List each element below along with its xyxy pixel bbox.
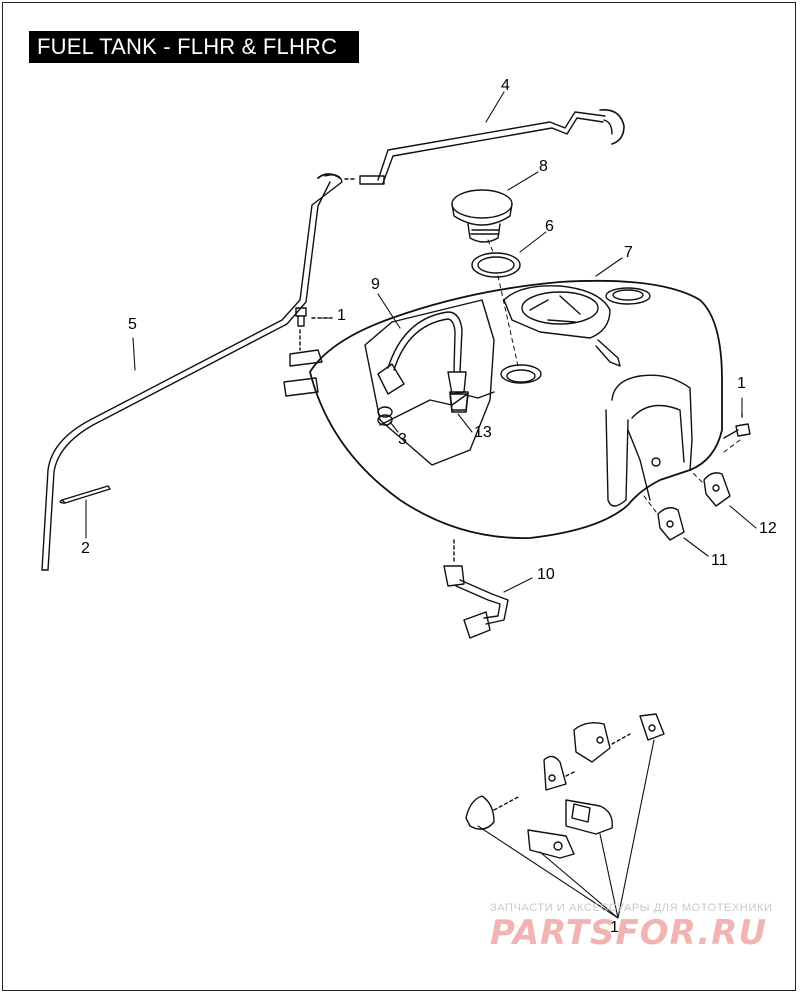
callout-8: 8: [539, 158, 548, 175]
fuel-cap: [451, 189, 513, 243]
callout-6: 6: [545, 218, 554, 235]
fuel-valve: [449, 391, 469, 413]
vent-hose-upper: [344, 109, 625, 185]
fuel-line-lower: [443, 539, 509, 639]
bolt-right: [723, 413, 751, 439]
callout-2: 2: [81, 540, 90, 557]
vent-hose-long: [41, 173, 343, 571]
alignment-lines: [487, 239, 741, 513]
callout-9: 9: [371, 276, 380, 293]
cotter-pin: [59, 485, 111, 504]
rubber-mount-12: [703, 472, 731, 507]
callout-10: 10: [537, 566, 555, 583]
callout-3: 3: [398, 431, 407, 448]
mount-kit-components: [465, 713, 665, 859]
callout-11: 11: [711, 552, 728, 569]
callout-14: 14: [610, 919, 628, 936]
leader-lines: [85, 91, 757, 919]
diagram-title: FUEL TANK - FLHR & FLHRC: [29, 31, 359, 63]
callout-13: 13: [474, 424, 492, 441]
fitting-nut: [377, 406, 393, 426]
callout-5: 5: [128, 316, 137, 333]
fuel-cap-gasket: [471, 252, 521, 278]
watermark-tagline: ЗАПЧАСТИ И АКСЕССУАРЫ ДЛЯ МОТОТЕХНИКИ: [490, 902, 773, 914]
callout-4: 4: [501, 77, 510, 94]
watermark-brand-logo: PARTSFOR.RU: [490, 913, 768, 953]
callout-1-right: 1: [737, 375, 746, 392]
bolt-left: [283, 307, 333, 397]
rubber-mount-11: [657, 507, 685, 541]
callout-7: 7: [624, 244, 633, 261]
callout-12: 12: [759, 520, 777, 537]
callout-1-left: 1: [337, 307, 346, 324]
fuel-tank-body: [309, 279, 723, 539]
